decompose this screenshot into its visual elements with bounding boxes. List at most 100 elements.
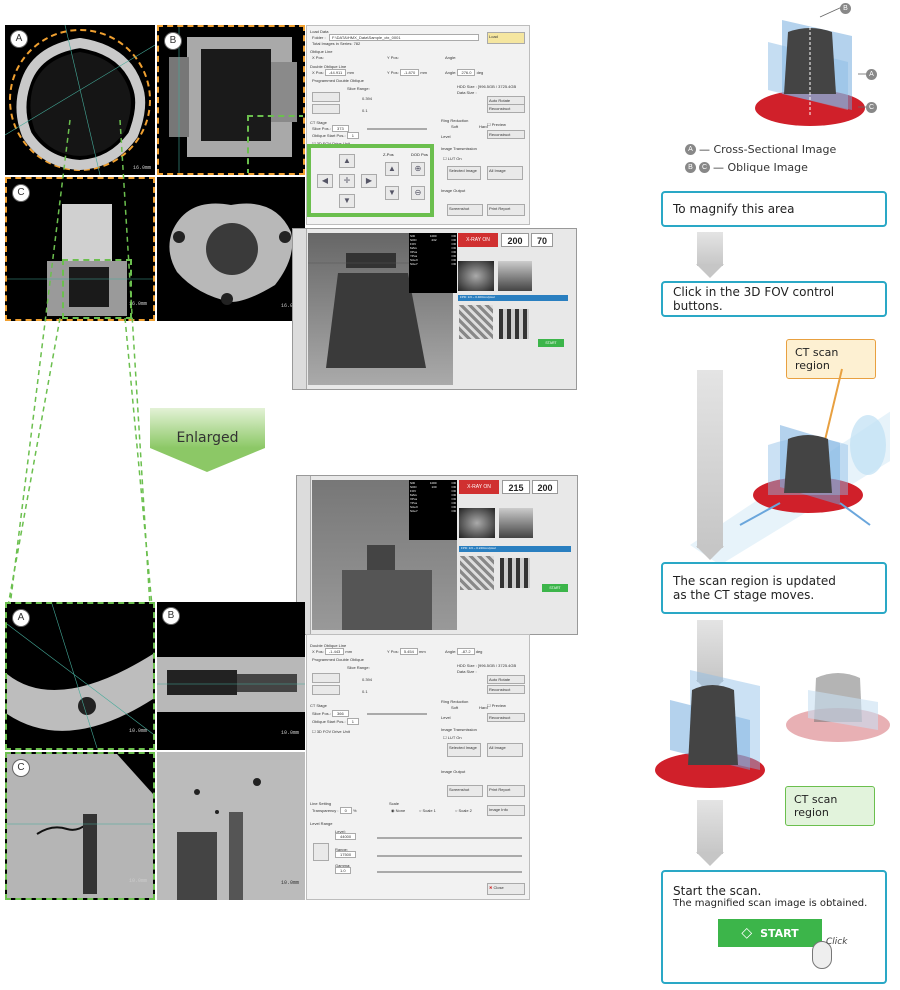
lut-on-check[interactable]: ☐ LUT On: [443, 156, 462, 161]
level-slider[interactable]: [377, 837, 522, 839]
xray-on-button-bot[interactable]: X-RAY ON: [459, 480, 499, 494]
zoom-out-button[interactable]: ⊖: [411, 186, 425, 200]
reconstruct-button-bot2[interactable]: Reconstruct: [487, 713, 525, 722]
angle-row: Angle: 276.0 deg: [445, 69, 484, 76]
gamma-input[interactable]: 1.0: [335, 867, 351, 874]
fpd-bar-top: FPD: 1/3 ~ 0.400mm/pixel: [458, 295, 568, 301]
ship-button-2-bot[interactable]: [312, 685, 340, 695]
fov-center-button[interactable]: ✛: [339, 174, 355, 188]
transparency-row: Transparency : 0 %: [312, 807, 357, 814]
step-1-callout: To magnify this area: [661, 191, 887, 227]
screenshot-button[interactable]: Screenshot: [447, 204, 483, 216]
scale-bar: 16.0mm: [128, 301, 147, 307]
selected-image-button[interactable]: Selected Image: [447, 166, 481, 180]
ring-level: Level: [441, 134, 451, 139]
fov-grid-2-top: [499, 309, 529, 339]
oblique-start-row: Oblique Start Pos.: 1: [312, 132, 359, 139]
slice-pos-row-bot: Slice Pos.: 366: [312, 710, 349, 717]
print-report-button-bot[interactable]: Print Report: [487, 785, 525, 797]
zoom-in-button[interactable]: ⊕: [411, 162, 425, 176]
section-image-output-bot: Image Output: [441, 769, 466, 774]
preview-check-bot[interactable]: ☐ Preview: [487, 703, 506, 708]
gamma-slider[interactable]: [377, 871, 522, 873]
ypos-input-bot[interactable]: 5.454: [399, 648, 418, 655]
slice-pos-slider-bot[interactable]: [367, 713, 427, 715]
fov-left-button[interactable]: ◀: [317, 174, 333, 188]
ct-scan-region-label-2: CT scan region: [785, 786, 875, 826]
val-2: 0.1: [362, 108, 368, 113]
transparency-input[interactable]: 0: [339, 807, 352, 814]
step-4-text-line2: The magnified scan image is obtained.: [673, 898, 868, 909]
xpos-input[interactable]: -44.911: [324, 69, 347, 76]
xray-on-button-top[interactable]: X-RAY ON: [458, 233, 498, 247]
selected-image-button-bot[interactable]: Selected Image: [447, 743, 481, 757]
section-load-data: Load Data: [310, 29, 329, 34]
kv-display-bot: 215: [502, 480, 530, 494]
ship-button-2[interactable]: [312, 104, 340, 114]
reconstruct-button-top2[interactable]: Reconstruct: [487, 130, 525, 139]
ypos-input[interactable]: -1.870: [399, 69, 420, 76]
ct-zoomed-ring: [7, 604, 153, 748]
scale-none-radio[interactable]: ◉ None: [391, 808, 406, 813]
ship-button-1[interactable]: [312, 92, 340, 102]
level-input[interactable]: 44000: [335, 833, 357, 840]
slice-pos-slider[interactable]: [367, 128, 427, 130]
fov-grid-2-bot: [500, 558, 530, 588]
legend-oblique: B C — Oblique Image: [685, 161, 808, 174]
angle-input[interactable]: 276.0: [457, 69, 476, 76]
oblique-start-input[interactable]: 1: [346, 132, 359, 139]
ship-button-1-bot[interactable]: [312, 673, 340, 683]
fov-right-button[interactable]: ▶: [361, 174, 377, 188]
auto-rotate-button-bot[interactable]: Auto Rotate: [487, 675, 525, 684]
range-slider[interactable]: [377, 855, 522, 857]
flow-arrow-2: [697, 370, 723, 548]
image-info-button[interactable]: Image Info: [487, 805, 525, 816]
print-report-button[interactable]: Print Report: [487, 204, 525, 216]
label-a: A: [11, 31, 27, 47]
flow-arrow-4: [697, 800, 723, 854]
scale-2-radio[interactable]: ○ Scale 2: [455, 808, 472, 813]
lut-on-check-bot[interactable]: ☐ LUT On: [443, 735, 462, 740]
all-image-button[interactable]: All Image: [487, 166, 523, 180]
kv-display-top: 200: [501, 233, 529, 247]
fov-up-button[interactable]: ▲: [339, 154, 355, 168]
ct-image-b-bot: B 10.0mm: [157, 602, 305, 750]
reconstruct-button-top1[interactable]: Reconstruct: [487, 104, 525, 113]
scale-bar: 10.0mm: [280, 730, 299, 736]
preview-check[interactable]: ☐ Preview: [487, 122, 506, 127]
xray-thumb-2-bot: [499, 508, 533, 538]
fov-down-button[interactable]: ▼: [339, 194, 355, 208]
screenshot-button-bot[interactable]: Screenshot: [447, 785, 483, 797]
click-label: Click: [826, 937, 848, 947]
gamma-row: Gamma:1.0: [335, 863, 351, 874]
start-button-small-bot[interactable]: START: [542, 584, 568, 592]
slice-pos-input[interactable]: 373: [332, 125, 349, 132]
level-range-icon[interactable]: [313, 843, 329, 861]
start-button[interactable]: ◇ START: [718, 919, 822, 947]
ct-oblique-plug: [7, 204, 153, 316]
start-button-label: START: [760, 926, 799, 940]
fov-unit-check[interactable]: ☑ 3D FOV Drive Unit: [312, 141, 350, 146]
ct-zoomed-crack: [7, 754, 153, 898]
angle-input-bot[interactable]: -87.2: [457, 648, 475, 655]
region-label-text-1: CT scan region: [795, 346, 839, 372]
zpos-down-button[interactable]: ▼: [385, 186, 399, 200]
section-image-transmission-bot: Image Transmission: [441, 727, 477, 732]
zpos-up-button[interactable]: ▲: [385, 162, 399, 176]
slice-pos-input-bot[interactable]: 366: [332, 710, 349, 717]
load-button[interactable]: Load: [487, 32, 525, 44]
start-button-small-top[interactable]: START: [538, 339, 564, 347]
oblique-start-input-bot[interactable]: 1: [346, 718, 359, 725]
xpos-input-bot[interactable]: -1.443: [324, 648, 345, 655]
fov-unit-check-bot[interactable]: ☐ 3D FOV Drive Unit: [312, 729, 350, 734]
xray-toolbar-left: [293, 229, 307, 389]
reconstruct-button-bot1[interactable]: Reconstruct: [487, 685, 525, 694]
all-image-button-bot[interactable]: All Image: [487, 743, 523, 757]
folder-path-field[interactable]: F:\DATA\HMX_Data\Sample_ctx_0001: [329, 34, 479, 41]
range-input[interactable]: 17500: [335, 851, 357, 858]
scale-1-radio[interactable]: ○ Scale 1: [419, 808, 436, 813]
close-button[interactable]: ✖ Close: [487, 883, 525, 895]
